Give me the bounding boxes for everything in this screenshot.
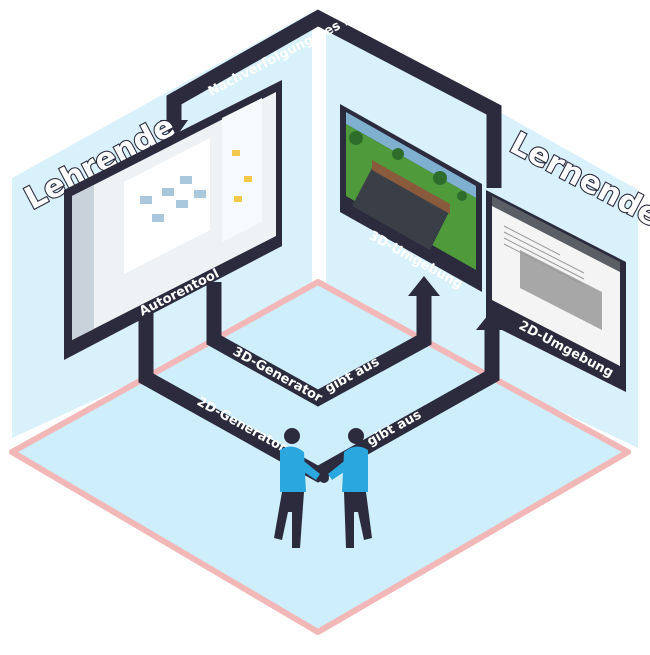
person-left-arm <box>298 458 320 480</box>
page-image <box>520 250 602 330</box>
path-3d-generator <box>206 282 432 407</box>
game-trees <box>349 131 467 201</box>
arrowhead-3d <box>408 276 440 296</box>
editor-yellow-items <box>232 150 252 202</box>
person-right-arm <box>328 458 350 480</box>
person-right-legs <box>344 492 372 548</box>
browser-chrome <box>492 196 620 272</box>
game-wall <box>372 160 450 214</box>
editor-canvas <box>124 138 210 274</box>
editor-panel-right <box>222 98 262 242</box>
person-left <box>274 428 320 548</box>
monitor-2d: 2D-Umgebung <box>486 190 626 392</box>
game-platform <box>352 168 450 250</box>
person-right-head <box>348 428 364 444</box>
handshake <box>319 473 329 483</box>
person-right <box>328 428 372 548</box>
editor-sidebar <box>72 185 94 340</box>
arrowhead-top <box>160 120 188 140</box>
person-left-legs <box>274 492 304 548</box>
person-right-torso <box>342 446 368 492</box>
editor-nodes <box>140 176 206 222</box>
person-left-torso <box>280 446 306 492</box>
person-left-head <box>284 428 300 444</box>
path-top-tracking <box>166 9 502 188</box>
monitor-autorentool: Autorentool <box>64 80 282 360</box>
floor <box>9 279 631 635</box>
page-text-lines <box>503 225 585 286</box>
monitor-3d: 3D-Umgebung <box>340 104 482 292</box>
